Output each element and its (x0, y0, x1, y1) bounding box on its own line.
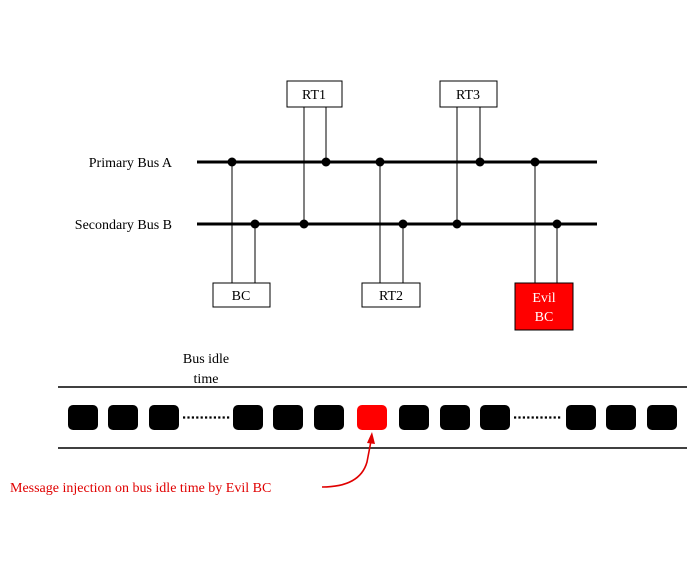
bc-node: BC (212, 157, 271, 308)
injection-arrowhead (367, 432, 375, 444)
secondary-bus-label: Secondary Bus B (75, 218, 172, 233)
evil-bc-label-line1: Evil (532, 291, 555, 306)
message-block (108, 405, 138, 430)
evil-bc-label-line2: BC (535, 310, 554, 325)
message-block (647, 405, 677, 430)
evil-bc-node: Evil BC (514, 157, 574, 331)
message-block (399, 405, 429, 430)
message-block (480, 405, 510, 430)
message-block (149, 405, 179, 430)
message-block (68, 405, 98, 430)
bc-label: BC (232, 289, 251, 304)
injected-message-block (357, 405, 387, 430)
rt1-label: RT1 (302, 88, 326, 103)
injection-annotation: Message injection on bus idle time by Ev… (10, 481, 271, 496)
message-block (606, 405, 636, 430)
rt1-node: RT1 (286, 80, 343, 229)
bus-idle-label-line1: Bus idle (183, 352, 229, 367)
message-block (273, 405, 303, 430)
rt2-node: RT2 (361, 157, 421, 308)
message-block (566, 405, 596, 430)
message-blocks (68, 405, 677, 430)
injection-arrow (321, 440, 372, 488)
message-block (233, 405, 263, 430)
rt3-label: RT3 (456, 88, 480, 103)
rt3-node: RT3 (439, 80, 498, 229)
message-block (314, 405, 344, 430)
primary-bus-label: Primary Bus A (89, 156, 173, 171)
message-block (440, 405, 470, 430)
bus-idle-label-line2: time (194, 372, 219, 387)
rt2-label: RT2 (379, 289, 403, 304)
